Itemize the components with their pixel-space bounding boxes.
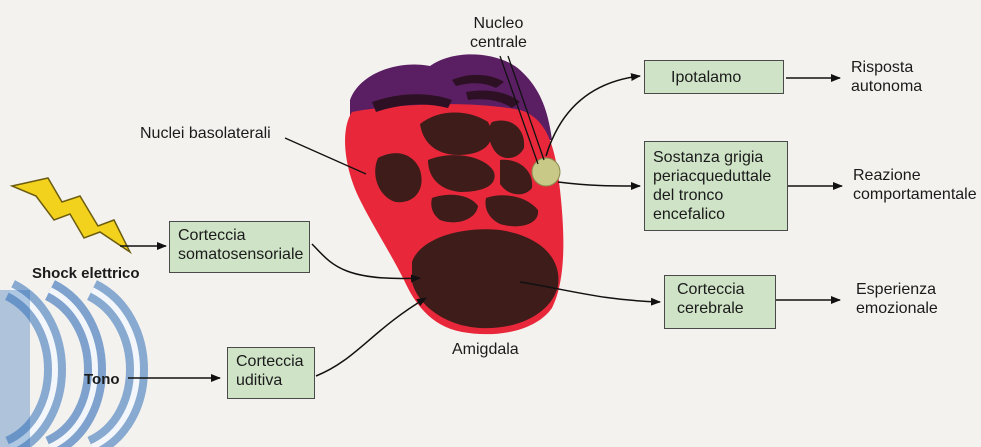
basolateral-nuclei-label: Nuclei basolaterali: [140, 124, 271, 143]
emotional-experience-label: Esperienza emozionale: [856, 280, 938, 318]
autonomic-response-label: Risposta autonoma: [851, 58, 922, 96]
auditory-cortex-box: Corteccia uditiva: [227, 347, 315, 399]
amygdala-label: Amigdala: [452, 340, 519, 359]
arrow-central-to-periaqueductal: [558, 182, 640, 186]
shock-label: Shock elettrico: [32, 264, 140, 283]
amygdala-illustration: [345, 54, 563, 334]
central-nucleus-label: Nucleo centrale: [470, 14, 527, 52]
tone-label: Tono: [84, 370, 120, 389]
somatosensory-cortex-box: Corteccia somatosensoriale: [169, 221, 310, 273]
hypothalamus-box: Ipotalamo: [644, 60, 784, 94]
arrow-central-to-hypothalamus: [546, 76, 640, 156]
periaqueductal-gray-box: Sostanza grigia periacqueduttale del tro…: [644, 141, 788, 231]
lightning-bolt-icon: [12, 178, 130, 252]
sound-wave-icon: [0, 290, 137, 447]
arrow-auditory-to-amygdala: [316, 298, 426, 376]
cerebral-cortex-box: Corteccia cerebrale: [664, 275, 776, 329]
behavioral-reaction-label: Reazione comportamentale: [853, 166, 977, 204]
